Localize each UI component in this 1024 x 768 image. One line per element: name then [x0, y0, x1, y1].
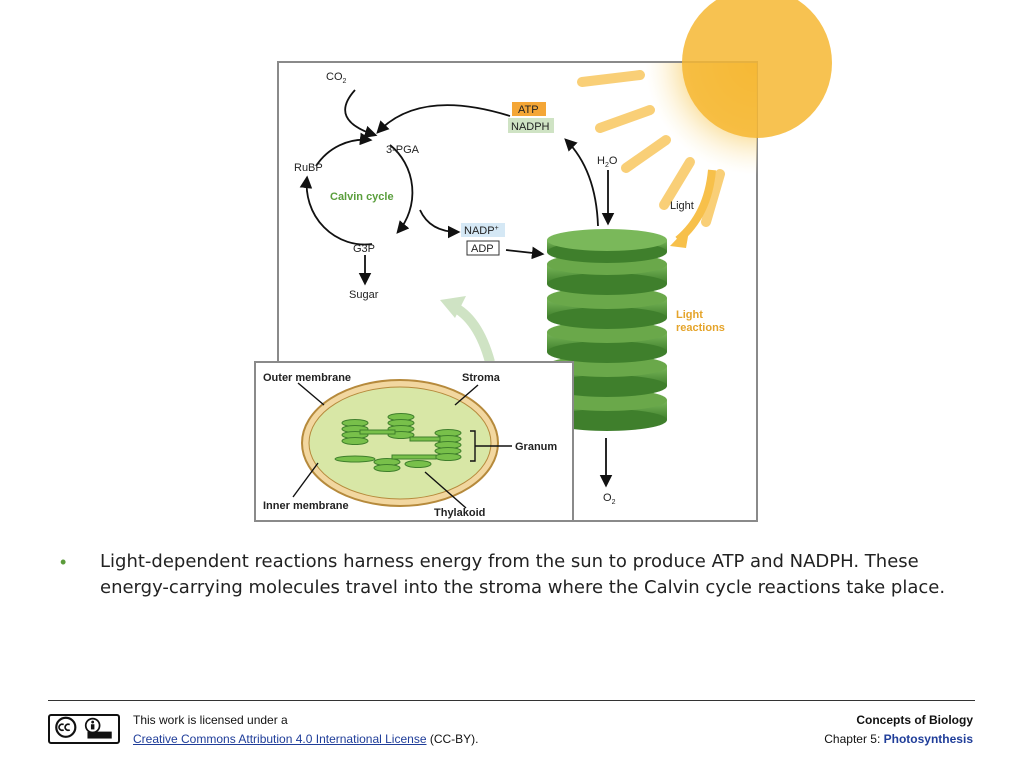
- thylakoid-stack: [547, 229, 667, 431]
- thylakoid-pointer: [424, 471, 467, 509]
- rubp-label: RuBP: [294, 162, 323, 174]
- co2-label: CO2: [326, 71, 347, 85]
- inner-membrane-pointer: [292, 462, 319, 498]
- to-thylakoid-arrow: [505, 246, 545, 260]
- thylakoid-label: Thylakoid: [434, 507, 485, 519]
- calvin-cycle: [299, 89, 511, 286]
- light-arrowhead: [670, 225, 690, 248]
- photosynthesis-diagram: CO2 3-PGA RuBP Calvin cycle G3P Sugar AT…: [254, 0, 832, 522]
- chapter-prefix: Chapter 5:: [824, 732, 884, 746]
- atp-box: [512, 102, 546, 116]
- g3p-label: G3P: [353, 243, 375, 255]
- light-label: Light: [670, 200, 694, 212]
- light-reactions-label-2: reactions: [676, 322, 725, 334]
- chapter-line: Chapter 5: Photosynthesis: [824, 730, 973, 749]
- stroma-label: Stroma: [462, 372, 501, 384]
- license-line-2: Creative Commons Attribution 4.0 Interna…: [133, 730, 479, 749]
- light-reactions-label-1: Light: [676, 309, 703, 321]
- atp-label: ATP: [518, 104, 539, 116]
- bullet-text: Light-dependent reactions harness energy…: [100, 551, 946, 598]
- adp-box: [466, 240, 500, 256]
- license-line-1: This work is licensed under a: [133, 713, 288, 727]
- outer-membrane-label: Outer membrane: [263, 372, 351, 384]
- stroma-pointer: [454, 384, 479, 406]
- license-notice: This work is licensed under a Creative C…: [133, 711, 479, 749]
- pga-label: 3-PGA: [386, 144, 420, 156]
- footer-divider: [48, 700, 975, 701]
- chapter-name: Photosynthesis: [883, 732, 973, 746]
- adp-label: ADP: [471, 243, 494, 255]
- granum-bracket: [470, 430, 512, 462]
- oxygen-label: O2: [603, 492, 616, 506]
- sugar-label: Sugar: [349, 289, 379, 301]
- inner-membrane-shape: [308, 386, 492, 500]
- book-info: Concepts of Biology Chapter 5: Photosynt…: [824, 711, 973, 749]
- nadph-label: NADPH: [511, 121, 550, 133]
- bullet-dot-icon: •: [60, 552, 67, 572]
- calvin-cycle-label: Calvin cycle: [330, 191, 394, 203]
- to-atp-arrow: [564, 138, 599, 227]
- granum-label: Granum: [515, 441, 557, 453]
- nadp-box: [461, 223, 505, 237]
- nadp-label: NADP+: [464, 225, 499, 237]
- chloroplast-inset: Outer membrane Stroma Granum Inner membr…: [254, 361, 574, 522]
- license-suffix: (CC-BY).: [426, 732, 479, 746]
- inset-grana: [334, 413, 462, 472]
- sun-icon: [577, 0, 832, 227]
- license-link[interactable]: Creative Commons Attribution 4.0 Interna…: [133, 732, 427, 746]
- water-label: H2O: [597, 155, 618, 169]
- nadph-box: [508, 118, 554, 133]
- inner-membrane-label: Inner membrane: [263, 500, 349, 512]
- outer-membrane-pointer: [297, 382, 325, 406]
- thylakoid-disk: [547, 229, 667, 263]
- cc-by-icon: [48, 714, 120, 744]
- book-title: Concepts of Biology: [856, 713, 973, 727]
- zoom-arrowhead: [440, 296, 466, 318]
